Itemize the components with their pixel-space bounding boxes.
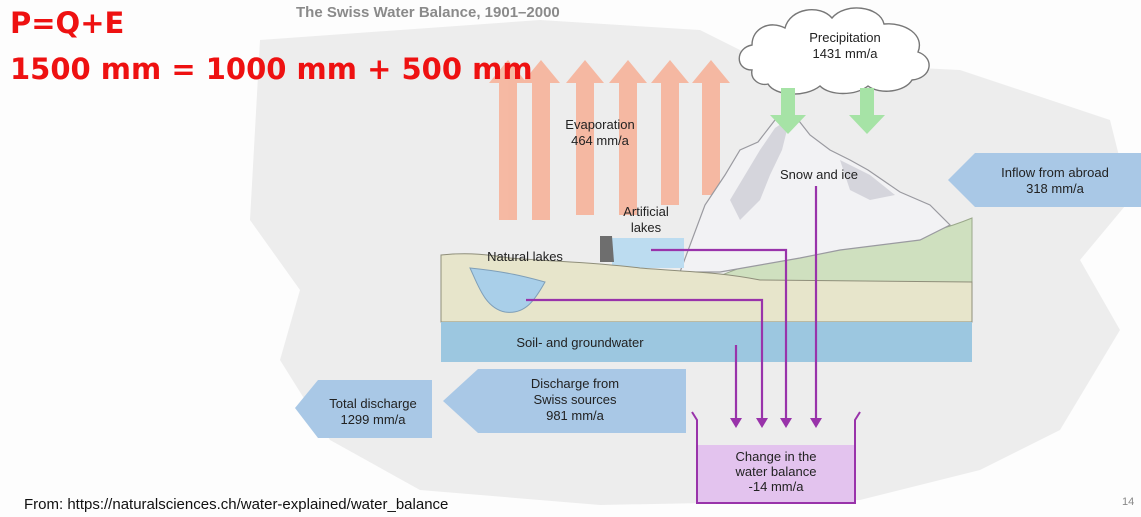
flow-arrowheads (730, 418, 822, 428)
ground-land (440, 253, 973, 323)
equation-line-1: P=Q+E (10, 6, 125, 40)
discharge-swiss-label: Discharge from Swiss sources 981 mm/a (490, 376, 660, 424)
inflow-label: Inflow from abroad 318 mm/a (975, 165, 1135, 197)
precipitation-cloud (738, 7, 930, 95)
evaporation-arrow-2 (522, 60, 560, 220)
change-balance-line-1: Change in the (735, 449, 817, 464)
natural-lakes-label: Natural lakes (487, 249, 563, 264)
change-box-bracket (691, 411, 861, 504)
discharge-swiss-line-1: Discharge from (530, 376, 620, 391)
natural-lake (469, 267, 546, 313)
artificial-lakes-line-1: Artificial (623, 204, 669, 219)
flow-arrowhead-1 (730, 418, 742, 428)
page-number: 14 (1122, 496, 1135, 508)
evaporation-arrow-1 (489, 60, 527, 220)
flow-line-artificial-lakes (651, 248, 788, 420)
flow-arrowhead-3 (780, 418, 792, 428)
change-balance-label: Change in the water balance -14 mm/a (705, 449, 847, 494)
evaporation-arrow-4 (609, 60, 647, 215)
total-discharge-box (295, 380, 432, 438)
discharge-swiss-box (443, 369, 686, 433)
change-balance-value: -14 mm/a (748, 479, 804, 494)
precipitation-name: Precipitation (809, 30, 881, 45)
evaporation-arrow-3 (566, 60, 604, 215)
flow-lines (526, 186, 818, 420)
total-discharge-label: Total discharge 1299 mm/a (318, 396, 428, 428)
evaporation-label: Evaporation 464 mm/a (555, 117, 645, 149)
precipitation-arrow-right (849, 88, 885, 134)
evaporation-arrow-5 (651, 60, 689, 205)
mountain-shading (730, 118, 895, 220)
soil-groundwater-label: Soil- and groundwater (516, 335, 644, 350)
precipitation-label: Precipitation 1431 mm/a (790, 30, 900, 62)
change-balance-box (697, 445, 855, 503)
flow-arrowhead-2 (756, 418, 768, 428)
total-discharge-name: Total discharge (329, 396, 417, 411)
inflow-arrow-box (948, 153, 1141, 207)
source-footer: From: https://naturalsciences.ch/water-e… (24, 496, 449, 513)
evaporation-name: Evaporation (565, 117, 635, 132)
evaporation-value: 464 mm/a (571, 133, 629, 148)
total-discharge-value: 1299 mm/a (340, 412, 406, 427)
artificial-lake (612, 238, 684, 268)
soil-groundwater-band (441, 322, 972, 362)
precipitation-arrow-left (770, 88, 806, 134)
flow-arrowhead-4 (810, 418, 822, 428)
change-balance-line-2: water balance (735, 464, 817, 479)
evaporation-arrow-6 (692, 60, 730, 195)
artificial-lakes-label: Artificial lakes (608, 204, 684, 236)
equation-line-2: 1500 mm = 1000 mm + 500 mm (10, 52, 533, 86)
diagram-title: The Swiss Water Balance, 1901–2000 (296, 4, 560, 21)
inflow-value: 318 mm/a (1026, 181, 1084, 196)
precipitation-value: 1431 mm/a (812, 46, 878, 61)
snow-ice-label: Snow and ice (779, 167, 859, 182)
evaporation-arrows (489, 60, 730, 220)
inflow-name: Inflow from abroad (1001, 165, 1109, 180)
discharge-swiss-value: 981 mm/a (546, 408, 604, 423)
dam (600, 236, 614, 262)
flow-line-natural-lakes (526, 298, 764, 420)
artificial-lakes-line-2: lakes (630, 220, 662, 235)
discharge-swiss-line-2: Swiss sources (533, 392, 617, 407)
